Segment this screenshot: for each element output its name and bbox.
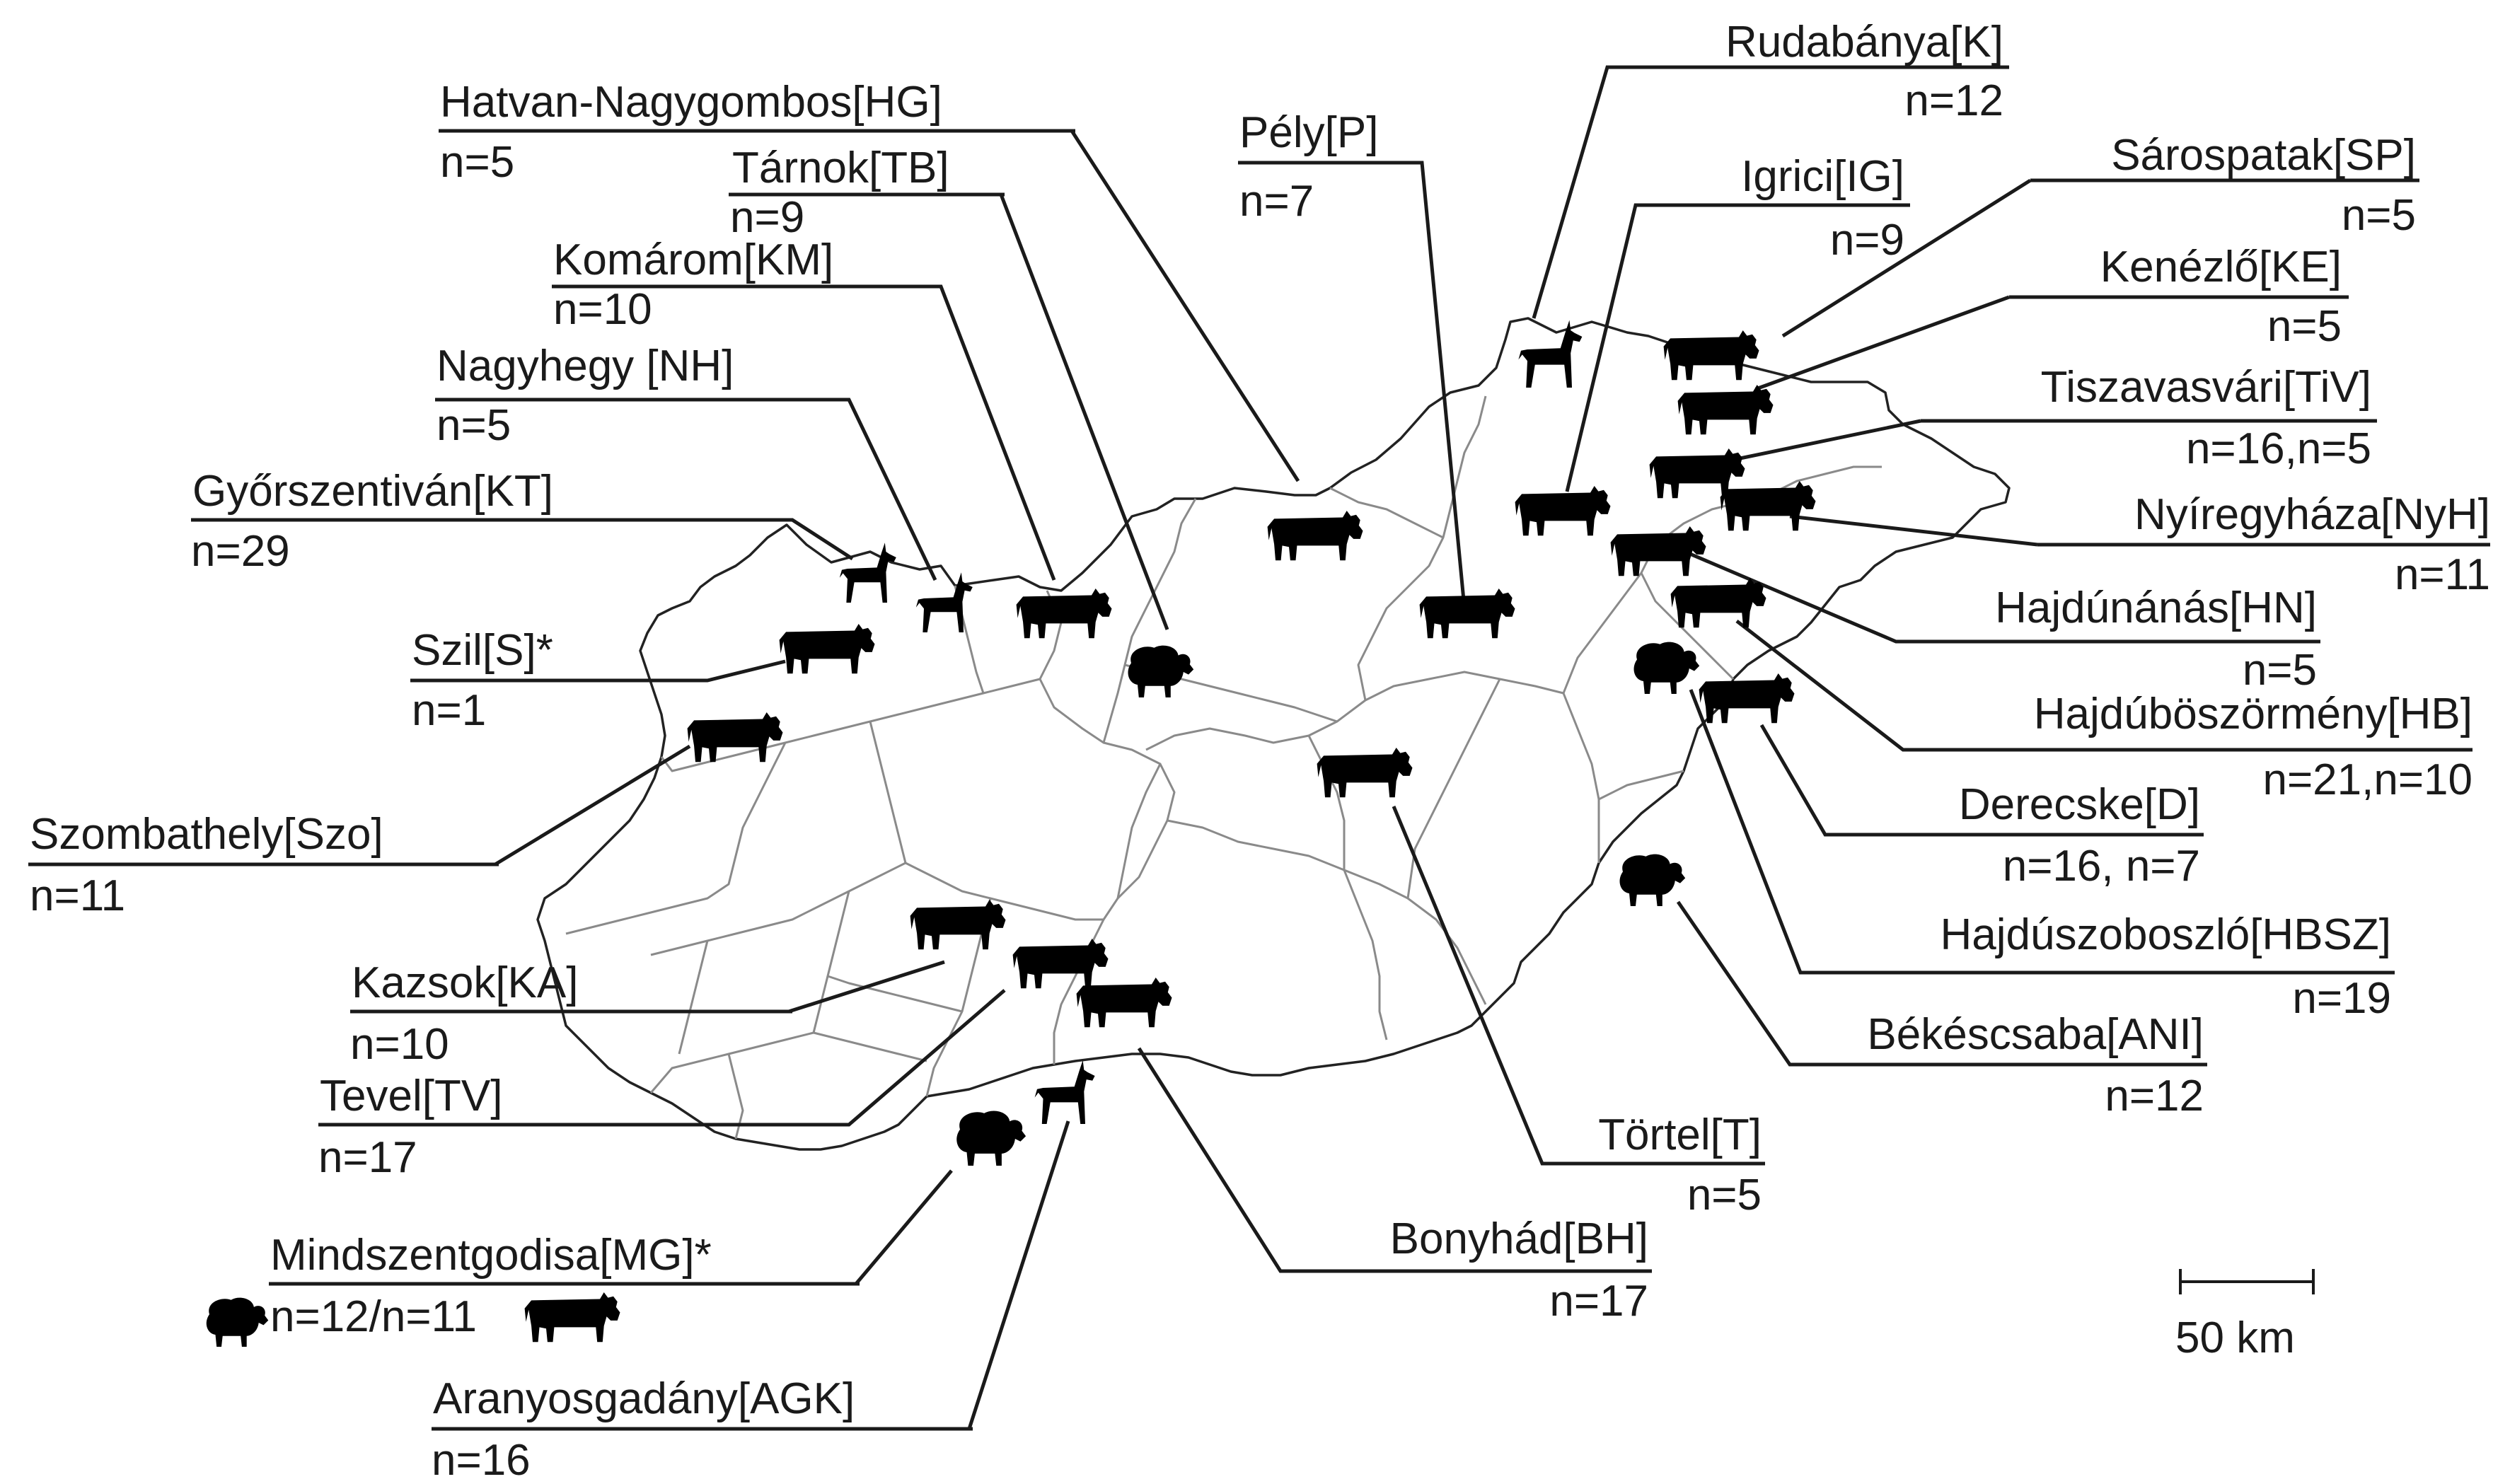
label-kazsok-name: Kazsok[KA] [352,958,578,1007]
label-tiszavasvari-name: Tiszavasvári[TiV] [2041,363,2371,412]
label-derecske-n: n=16, n=7 [2003,842,2200,891]
leader-igrici [1565,203,1648,492]
leader-derecske [1759,724,1839,837]
label-nyiregyhaza-n: n=11 [2395,550,2490,599]
label-mindszentgodisa-name: Mindszentgodisa[MG]* [270,1231,712,1280]
label-tarnok-n: n=9 [730,193,804,242]
label-gyorszentivan-n: n=29 [191,527,290,576]
leader-gyorszentivan [647,518,854,561]
cow-icon-mindszentgodisa-legend [524,1292,620,1343]
label-hajdunanas-n: n=5 [2243,646,2317,695]
label-tevel-name: Tevel[TV] [320,1072,502,1120]
label-igrici-name: Igrici[IG] [1741,152,1904,201]
label-szil-n: n=1 [412,686,486,735]
label-hatvan-name: Hatvan-Nagygombos[HG] [440,78,942,127]
label-tevel-n: n=17 [318,1133,417,1182]
label-hatvan-n: n=5 [440,138,514,187]
sheep-icon-bekescsaba [1619,854,1686,906]
label-bonyhad-n: n=17 [1549,1277,1648,1326]
label-sarospatak-n: n=5 [2342,191,2416,240]
label-bekescsaba-name: Békéscsaba[ANI] [1867,1010,2204,1059]
label-nagyhegy-name: Nagyhegy [NH] [436,342,734,390]
label-rudabanya-n: n=12 [1904,76,2003,125]
sheep-icon-mindszentgodisa-legend [206,1297,269,1347]
leader-tarnok [999,194,1169,630]
label-tortel-n: n=5 [1687,1171,1762,1219]
label-nyiregyhaza-name: Nyíregyháza[NyH] [2134,490,2490,539]
label-aranyosgadany-name: Aranyosgadány[AGK] [433,1374,855,1423]
label-tortel-name: Törtel[T] [1598,1111,1762,1159]
sheep-icon-mindszentgodisa [956,1111,1026,1166]
leader-nagyhegy [812,398,937,581]
country-border [536,317,2011,1151]
county-borders [565,395,1882,1140]
label-mindszentgodisa-n: n=12/n=11 [270,1292,477,1341]
leader-kazsok [788,960,945,1014]
label-derecske-name: Derecske[D] [1959,780,2200,829]
leader-kenezlo [1755,295,2010,391]
label-aranyosgadany-n: n=16 [432,1436,531,1484]
label-rudabanya-name: Rudabánya[K] [1725,18,2003,66]
leader-hajduboszormeny [1735,620,1910,752]
leader-mindszentgodisa [855,1169,953,1285]
label-hajduboszormeny-name: Hajdúböszörmény[HB] [2034,690,2473,738]
label-komarom-name: Komárom[KM] [553,236,833,284]
label-tarnok-name: Tárnok[TB] [732,144,949,192]
label-hajduboszormeny-n: n=21,n=10 [2262,755,2473,804]
label-szombathely-n: n=11 [30,871,125,920]
label-nagyhegy-n: n=5 [436,401,511,450]
label-kazsok-n: n=10 [350,1020,449,1069]
leader-hatvan [1070,129,1300,482]
label-gyorszentivan-name: Győrszentiván[KT] [192,467,553,516]
leader-aranyosgadany [967,1120,1070,1430]
label-tiszavasvari-n: n=16,n=5 [2186,424,2371,473]
label-szombathely-name: Szombathely[Szo] [30,810,383,859]
label-pely-name: Pély[P] [1239,108,1378,157]
scale-bar-label: 50 km [2175,1314,2295,1362]
goat-icon-aranyosgadany [1034,1060,1095,1124]
leader-szil [587,659,786,683]
label-igrici-n: n=9 [1830,216,1904,265]
leader-tevel [552,989,1006,1127]
leader-szombathely [494,744,691,866]
scale-bar: 50 km [2175,1269,2315,1362]
leader-rudabanya [1532,65,1620,319]
label-hajduszoboszlo-name: Hajdúszoboszló[HBSZ] [1941,910,2392,959]
label-bekescsaba-n: n=12 [2105,1072,2204,1120]
label-hajduszoboszlo-n: n=19 [2292,974,2391,1023]
label-sarospatak-name: Sárospatak[SP] [2111,131,2416,180]
leader-sarospatak [1781,178,2032,338]
label-pely-n: n=7 [1239,177,1314,226]
label-hajdunanas-name: Hajdúnánás[HN] [1995,584,2317,632]
leader-komarom [902,284,1056,581]
label-kenezlo-n: n=5 [2267,302,2342,351]
label-bonyhad-name: Bonyhád[BH] [1390,1215,1648,1263]
site-labels: Rudabánya[K] n=12 Hatvan-Nagygombos[HG] … [28,18,2490,1484]
leader-tiszavasvari [1733,419,1921,462]
leader-nyiregyhaza [1789,514,2038,547]
label-kenezlo-name: Kenézlő[KE] [2100,243,2342,291]
label-komarom-n: n=10 [553,285,652,334]
label-szil-name: Szil[S]* [412,626,553,675]
